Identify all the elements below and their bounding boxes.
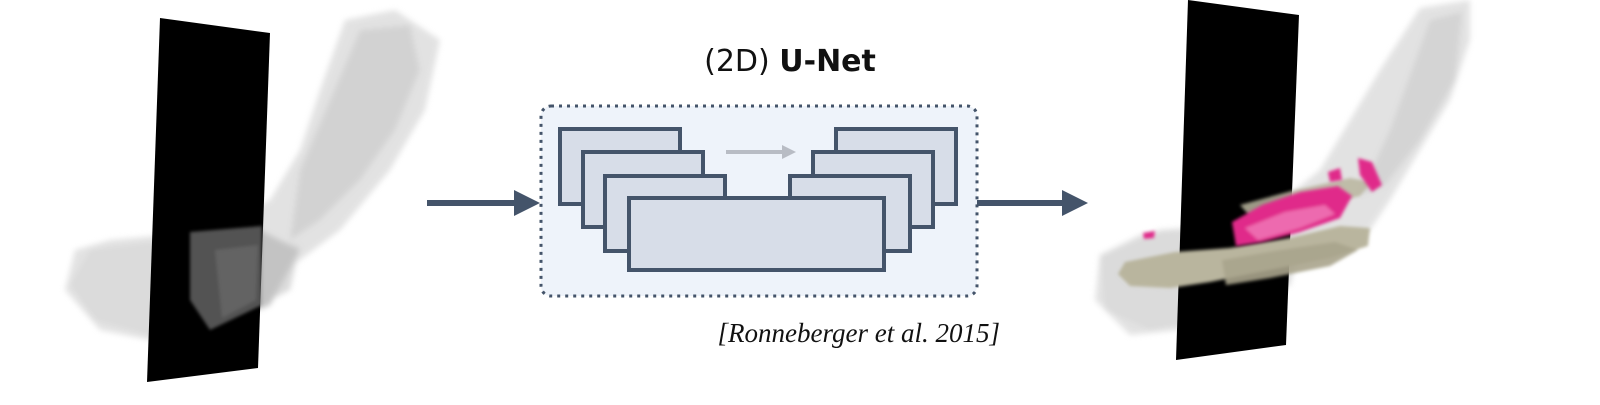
unet-icon [539, 104, 979, 298]
title-prefix: (2D) [704, 44, 770, 79]
citation-text: [Ronneberger et al. 2015] [717, 318, 1000, 348]
input-arrow [427, 190, 540, 216]
diagram-title: (2D) U-Net [600, 44, 980, 79]
input-volume-icon [65, 10, 440, 382]
output-volume-icon [1095, 0, 1470, 360]
segmentation-muscle-icon [1143, 158, 1382, 246]
output-slice-plane [1176, 0, 1299, 360]
skip-connection-arrow [726, 145, 796, 159]
title-model-name: U-Net [779, 44, 876, 79]
output-arrow [977, 190, 1088, 216]
